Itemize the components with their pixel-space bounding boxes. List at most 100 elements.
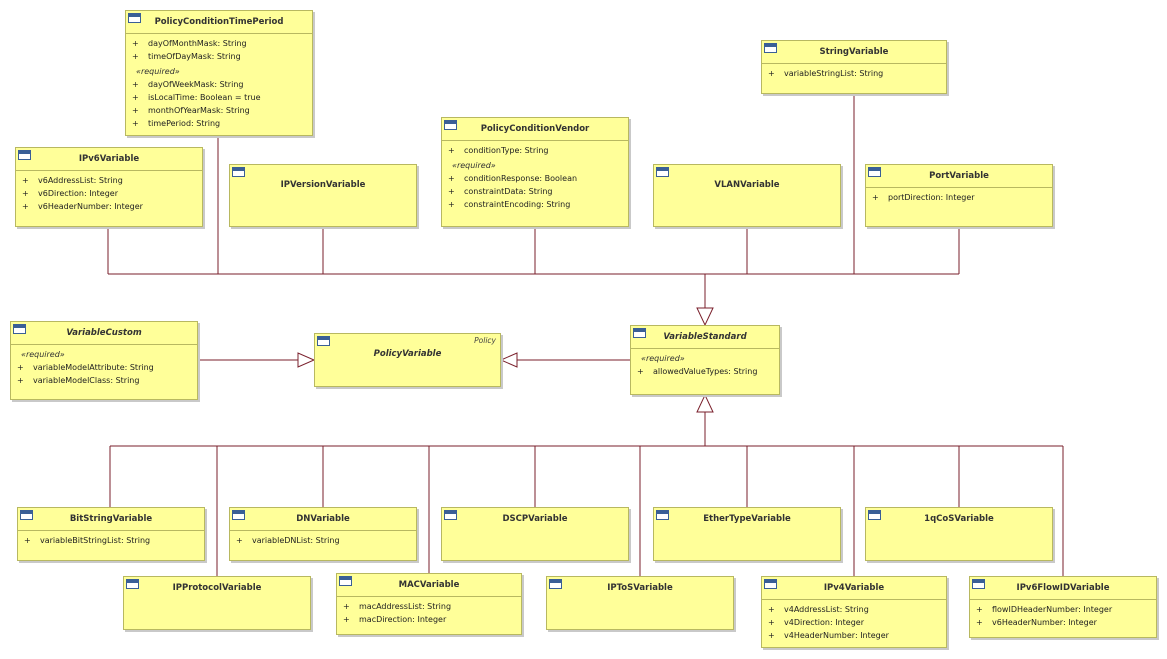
visibility-marker: +	[637, 367, 644, 376]
attribute-text: v4Direction: Integer	[784, 618, 864, 627]
class-box-macvariable[interactable]: MACVariable+macAddressList: String+macDi…	[336, 573, 522, 635]
class-name: EtherTypeVariable	[703, 514, 791, 524]
attribute-text: variableBitStringList: String	[40, 536, 151, 545]
class-name: IPv6FlowIDVariable	[1016, 583, 1110, 593]
class-box-ipv6variable[interactable]: IPv6Variable+v6AddressList: String+v6Dir…	[15, 147, 203, 227]
attribute-row: +macAddressList: String	[337, 600, 521, 613]
attribute-row: +dayOfWeekMask: String	[126, 78, 312, 91]
attribute-row: + variableModelAttribute: String	[11, 361, 197, 374]
attribute-text: portDirection: Integer	[888, 193, 975, 202]
attribute-row: +v6Direction: Integer	[16, 187, 202, 200]
attribute-row: +macDirection: Integer	[337, 613, 521, 626]
class-header: DSCPVariable	[442, 508, 628, 530]
attribute-text: flowIDHeaderNumber: Integer	[992, 605, 1113, 614]
attribute-row: + timeOfDayMask: String	[126, 50, 312, 63]
class-header: IPv4Variable	[762, 577, 946, 600]
visibility-marker: +	[768, 631, 775, 640]
attribute-text: macDirection: Integer	[359, 615, 447, 624]
attribute-text: variableStringList: String	[784, 69, 884, 78]
attribute-text: v6HeaderNumber: Integer	[38, 202, 143, 211]
visibility-marker: +	[448, 187, 455, 196]
class-name: IPVersionVariable	[280, 180, 366, 190]
visibility-marker: +	[768, 605, 775, 614]
class-header: 1qCoSVariable	[866, 508, 1052, 530]
class-icon	[868, 510, 881, 520]
visibility-marker: +	[343, 602, 350, 611]
attribute-compartment: +portDirection: Integer	[866, 188, 1052, 204]
attribute-row: + flowIDHeaderNumber: Integer	[970, 603, 1156, 616]
attribute-text: variableModelAttribute: String	[33, 363, 154, 372]
attribute-row: +v6HeaderNumber: Integer	[970, 616, 1156, 629]
attribute-row: +conditionType: String	[442, 144, 628, 157]
class-icon	[232, 510, 245, 520]
attribute-row: + allowedValueTypes: String	[631, 365, 779, 378]
class-header: IPProtocolVariable	[124, 577, 310, 599]
stereotype-label: «required»	[641, 354, 685, 363]
class-header: PolicyConditionTimePeriod	[126, 11, 312, 34]
visibility-marker: +	[24, 536, 31, 545]
class-box-variablestandard[interactable]: VariableStandard«required»+allowedValueT…	[630, 325, 780, 395]
class-header: PortVariable	[866, 165, 1052, 188]
class-header: DNVariable	[230, 508, 416, 531]
attribute-row: + dayOfMonthMask: String	[126, 37, 312, 50]
attribute-compartment: «required»+variableModelAttribute: Strin…	[11, 345, 197, 387]
visibility-marker: +	[132, 52, 139, 61]
visibility-marker: +	[132, 93, 139, 102]
class-box-dnvariable[interactable]: DNVariable+variableDNList: String	[229, 507, 417, 561]
attribute-text: dayOfMonthMask: String	[148, 39, 247, 48]
class-name: IPProtocolVariable	[172, 583, 262, 593]
class-box-vlanvariable[interactable]: VLANVariable	[653, 164, 841, 227]
class-box-bitstringvariable[interactable]: BitStringVariable+variableBitStringList:…	[17, 507, 205, 561]
attribute-compartment: +macAddressList: String+macDirection: In…	[337, 597, 521, 626]
attribute-compartment: + dayOfMonthMask: String + timeOfDayMask: S…	[126, 34, 312, 130]
visibility-marker: +	[448, 200, 455, 209]
class-box-ipv4variable[interactable]: IPv4Variable + v4AddressList: String + v4Dir…	[761, 576, 947, 648]
attribute-row: +timePeriod: String	[126, 117, 312, 130]
class-box-dscpvariable[interactable]: DSCPVariable	[441, 507, 629, 561]
class-box-stringvariable[interactable]: StringVariable+variableStringList: Strin…	[761, 40, 947, 94]
class-header: IPv6FlowIDVariable	[970, 577, 1156, 600]
class-icon	[339, 576, 352, 586]
visibility-marker: +	[976, 618, 983, 627]
attribute-text: conditionType: String	[464, 146, 549, 155]
class-box-policyconditiontimeperiod[interactable]: PolicyConditionTimePeriod + dayOfMonthMask…	[125, 10, 313, 136]
class-icon	[444, 120, 457, 130]
class-box-portvariable[interactable]: PortVariable+portDirection: Integer	[865, 164, 1053, 227]
stereotype-label: «required»	[136, 67, 180, 76]
attribute-text: variableDNList: String	[252, 536, 340, 545]
class-box-variablecustom[interactable]: VariableCustom «required»+variableModelAt…	[10, 321, 198, 400]
class-header: PolicyConditionVendor	[442, 118, 628, 141]
generalization-arrowhead	[297, 352, 316, 368]
attribute-text: conditionResponse: Boolean	[464, 174, 578, 183]
attribute-compartment: + variableBitStringList: String	[18, 531, 204, 547]
class-name: PolicyConditionTimePeriod	[154, 17, 284, 27]
visibility-marker: +	[22, 202, 29, 211]
class-icon	[317, 336, 330, 346]
attribute-text: allowedValueTypes: String	[653, 367, 758, 376]
class-box-iptosvariable[interactable]: IPToSVariable	[546, 576, 734, 630]
visibility-marker: +	[132, 106, 139, 115]
class-icon	[549, 579, 562, 589]
class-name: IPv4Variable	[823, 583, 885, 593]
attribute-text: timeOfDayMask: String	[148, 52, 241, 61]
class-name: MACVariable	[398, 580, 460, 590]
attribute-text: v4AddressList: String	[784, 605, 869, 614]
class-box-policyconditionvendor[interactable]: PolicyConditionVendor+conditionType: Str…	[441, 117, 629, 227]
class-box-1qcosvariable[interactable]: 1qCoSVariable	[865, 507, 1053, 561]
class-box-ethertypevariable[interactable]: EtherTypeVariable	[653, 507, 841, 561]
class-box-ipprotocolvariable[interactable]: IPProtocolVariable	[123, 576, 311, 630]
class-name: VariableCustom	[66, 328, 142, 338]
class-box-ipv6flowidvariable[interactable]: IPv6FlowIDVariable + flowIDHeaderNumber: I…	[969, 576, 1157, 638]
class-box-ipversionvariable[interactable]: IPVersionVariable	[229, 164, 417, 227]
class-icon	[656, 167, 669, 177]
attribute-text: constraintData: String	[464, 187, 553, 196]
class-header: IPToSVariable	[547, 577, 733, 599]
visibility-marker: +	[17, 363, 24, 372]
class-icon	[764, 579, 777, 589]
visibility-marker: +	[976, 605, 983, 614]
attribute-compartment: +conditionType: String«required»+conditi…	[442, 141, 628, 211]
visibility-marker: +	[132, 39, 139, 48]
attribute-row: + v4AddressList: String	[762, 603, 946, 616]
attribute-text: constraintEncoding: String	[464, 200, 571, 209]
